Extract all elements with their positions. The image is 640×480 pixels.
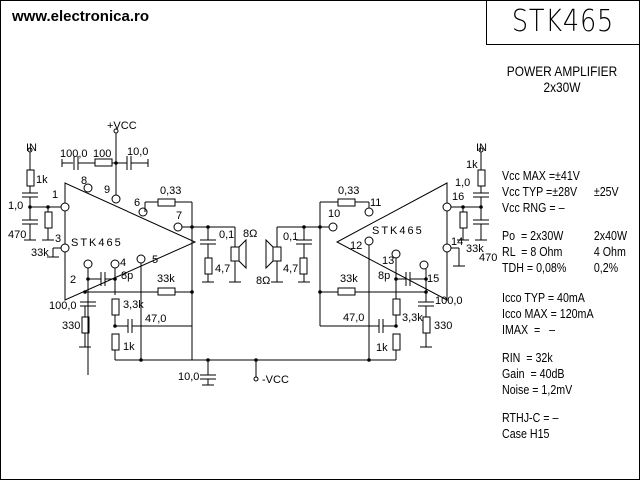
label-r3k3-left: 3,3k xyxy=(123,299,144,311)
left-ic-label: STK465 xyxy=(71,237,123,249)
schematic-labels: +VCC IN IN STK465 STK465 1k 1,0 470 33k … xyxy=(8,120,497,386)
vcc-negative-label: -VCC xyxy=(262,374,289,386)
label-r-zobel-right: 4,7 xyxy=(283,263,298,275)
spec-icco-max: Icco MAX = 120mA xyxy=(502,306,594,321)
label-speaker-left: 8Ω xyxy=(243,228,257,240)
label-r33k-in-left: 33k xyxy=(31,247,49,259)
description-line2: 2x30W xyxy=(543,79,581,95)
label-c-in-right: 1,0 xyxy=(455,177,470,189)
label-r-zobel-left: 4,7 xyxy=(215,263,230,275)
label-r1k-left: 1k xyxy=(123,341,135,353)
spec-vcc-rng: Vcc RNG = – xyxy=(502,200,565,215)
label-c-zobel-left: 0,1 xyxy=(219,229,234,241)
right-ic-label: STK465 xyxy=(372,225,424,237)
label-r100: 100 xyxy=(93,148,111,160)
label-c8p-left: 8p xyxy=(121,270,133,282)
spec-gain: Gain = 40dB xyxy=(502,366,565,381)
part-number-title: STK465 xyxy=(511,4,615,39)
pin-3: 3 xyxy=(55,233,61,245)
label-c-in-left: 1,0 xyxy=(8,200,23,212)
label-c8p-right: 8p xyxy=(378,270,390,282)
spec-case: Case H15 xyxy=(502,426,550,441)
label-r-in-left: 1k xyxy=(36,174,48,186)
spec-rin: RIN = 32k xyxy=(502,350,553,365)
label-r330-left: 330 xyxy=(62,320,80,332)
description-line1: POWER AMPLIFIER xyxy=(506,63,618,79)
pin-10: 10 xyxy=(328,208,340,220)
label-r-emitter-right: 0,33 xyxy=(338,185,359,197)
pin-9: 9 xyxy=(104,184,110,196)
title-box: STK465 xyxy=(486,0,639,45)
pin-5: 5 xyxy=(152,254,158,266)
website-link[interactable]: www.electronica.ro xyxy=(12,8,149,25)
label-r-fb-left: 33k xyxy=(157,273,175,285)
spec-vcc-max: Vcc MAX =±41V xyxy=(502,168,580,183)
pin-12: 12 xyxy=(350,240,362,252)
label-c100-left: 100,0 xyxy=(49,300,77,312)
pin-13: 13 xyxy=(382,255,394,267)
spec-tdh: TDH = 0,08%0,2% xyxy=(502,260,619,275)
pin-7: 7 xyxy=(176,210,182,222)
label-c470-right: 470 xyxy=(479,252,497,264)
label-r3k3-right: 3,3k xyxy=(402,312,423,324)
spec-vcc-typ: Vcc TYP =±28V±25V xyxy=(502,184,619,199)
label-r33k-in-right: 33k xyxy=(466,243,484,255)
input-label-right: IN xyxy=(476,142,487,154)
label-r330-right: 330 xyxy=(434,320,452,332)
spec-icco-typ: Icco TYP = 40mA xyxy=(502,290,585,305)
pin-16: 16 xyxy=(452,191,464,203)
pin-15: 15 xyxy=(427,273,439,285)
label-r-emitter-left: 0,33 xyxy=(160,185,181,197)
label-c-bootstrap: 100,0 xyxy=(60,148,88,160)
label-c47-right: 47,0 xyxy=(343,312,364,324)
label-r-fb-right: 33k xyxy=(340,273,358,285)
label-c-vcc: 10,0 xyxy=(127,146,148,158)
pin-11: 11 xyxy=(370,197,381,209)
label-c47-left: 47,0 xyxy=(145,313,166,325)
input-label-left: IN xyxy=(26,142,37,154)
label-r1k-right: 1k xyxy=(376,342,388,354)
label-speaker-right: 8Ω xyxy=(256,275,270,287)
right-ic-pins xyxy=(328,202,452,270)
spec-rthjc: RTHJ-C = – xyxy=(502,410,559,425)
pin-14: 14 xyxy=(451,236,463,248)
left-wiring xyxy=(22,132,370,375)
pin-4: 4 xyxy=(120,257,126,269)
spec-noise: Noise = 1,2mV xyxy=(502,382,573,397)
pin-6: 6 xyxy=(134,197,140,209)
label-c-neg-supply: 10,0 xyxy=(178,371,199,383)
right-ic-body xyxy=(335,182,448,301)
label-c470-left: 470 xyxy=(8,229,26,241)
pin-1: 1 xyxy=(52,189,58,201)
description: POWER AMPLIFIER 2x30W xyxy=(497,63,626,95)
pin-2: 2 xyxy=(70,274,76,286)
label-c-zobel-right: 0,1 xyxy=(283,231,298,243)
label-r-in-right: 1k xyxy=(466,159,478,171)
right-wiring xyxy=(200,152,489,386)
vcc-positive-label: +VCC xyxy=(107,120,137,132)
spec-imax: IMAX = – xyxy=(502,322,556,337)
left-ic-body xyxy=(64,182,197,301)
pin-8: 8 xyxy=(81,175,87,187)
label-c100-right: 100,0 xyxy=(435,295,463,307)
